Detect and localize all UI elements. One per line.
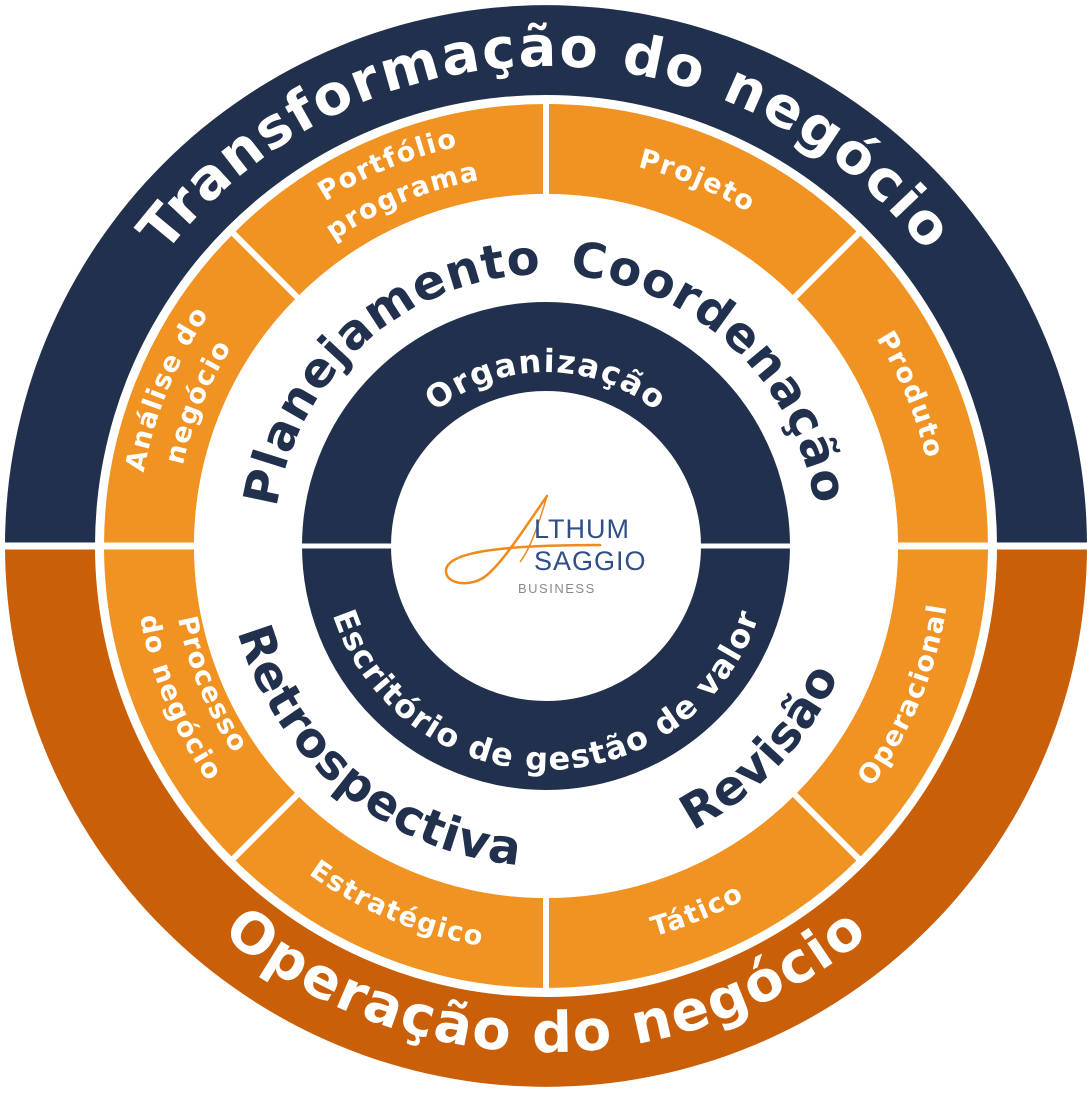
logo-line1: LTHUM: [534, 514, 630, 544]
outer-ring-top: [5, 5, 1087, 547]
outer-ring-bottom: [5, 546, 1087, 1087]
logo-line3: BUSINESS: [518, 581, 596, 596]
logo-line2: SAGGIO: [534, 546, 647, 576]
logo-swoosh-stroke2: [519, 495, 548, 563]
althum-saggio-logo: LTHUM SAGGIO BUSINESS: [444, 494, 647, 596]
ring-gap: [95, 95, 997, 997]
logo-swoosh-icon: [444, 494, 602, 585]
